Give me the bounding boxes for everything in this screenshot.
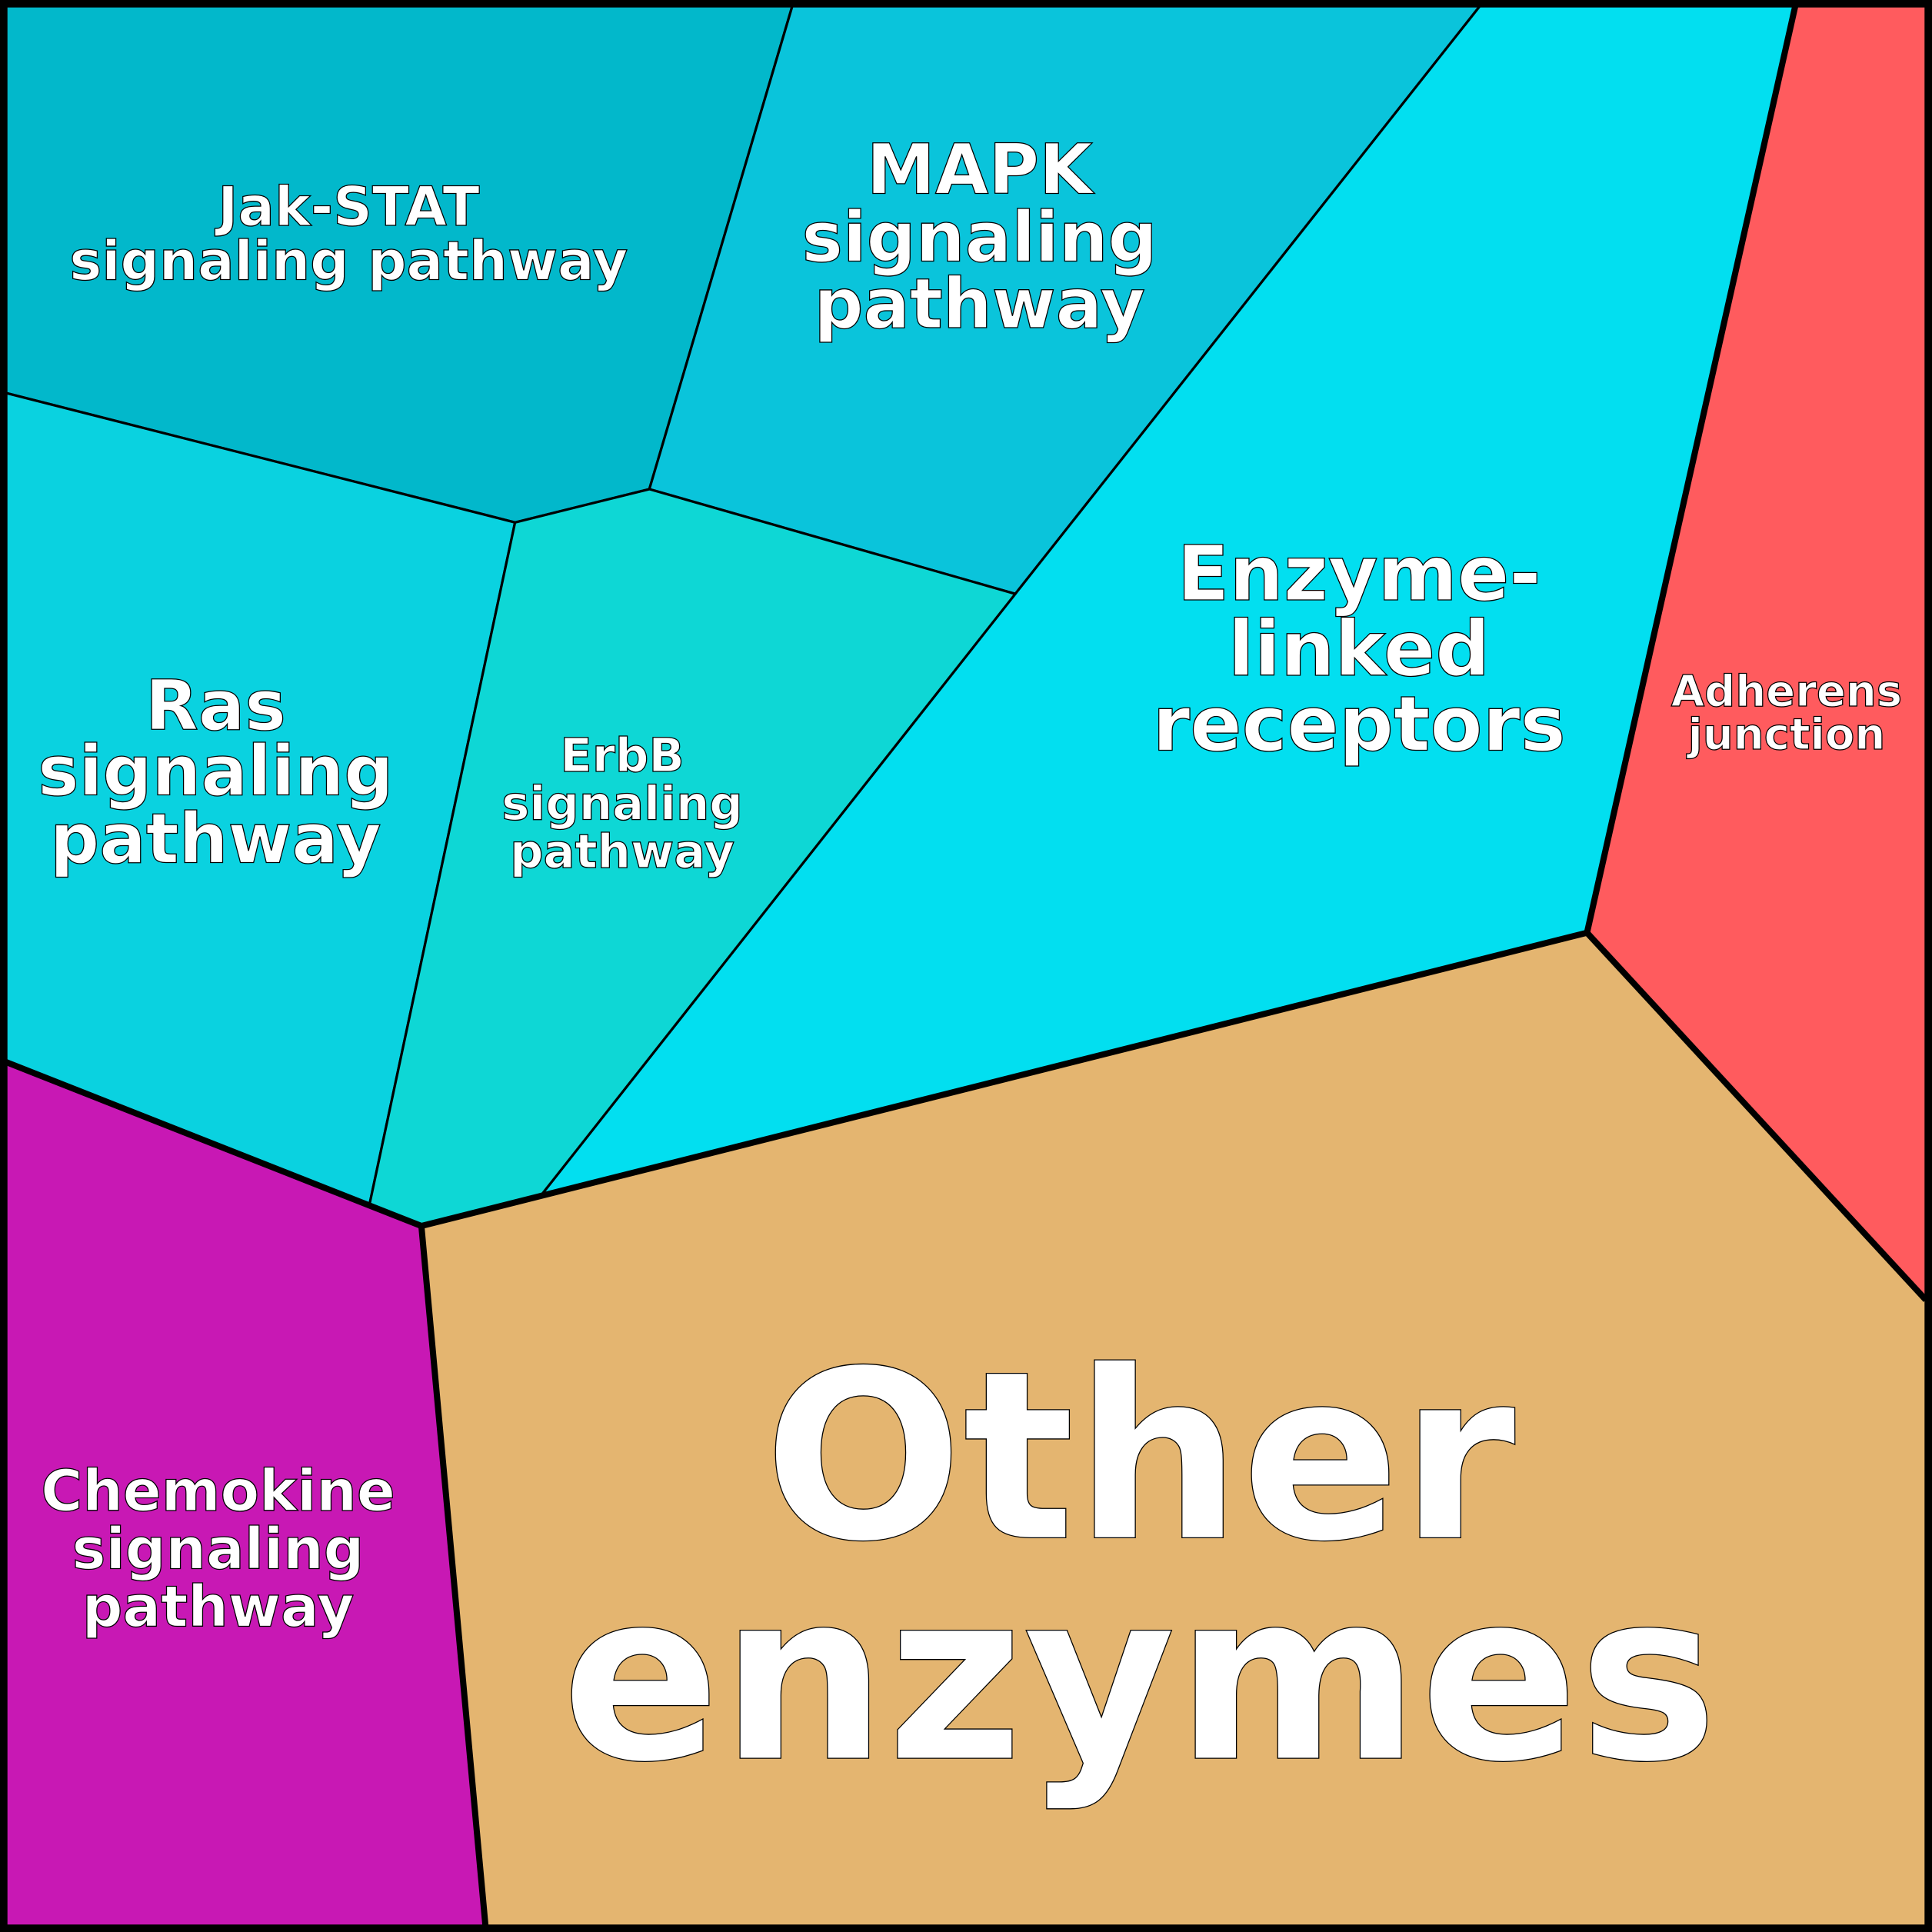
treemap-cell-label: pathway [82, 1575, 355, 1641]
group-boundary [5, 929, 1928, 1302]
treemap-cell-label: signaling [38, 731, 393, 811]
treemap-cell-label: MAPK [867, 131, 1095, 211]
treemap-cell-label: receptors [1152, 681, 1565, 769]
treemap-cell-label: pathway [510, 824, 734, 879]
treemap-cell-label: signaling pathway [69, 230, 628, 293]
treemap-cell-label: Other [764, 1320, 1517, 1593]
treemap-cell-label: Jak-STAT [215, 175, 479, 238]
treemap-cell-label: Adherens [1671, 667, 1902, 717]
treemap-cell-label: signaling [501, 776, 743, 831]
treemap-cell-label: linked [1228, 605, 1491, 694]
treemap-cell-label: signaling [801, 198, 1157, 278]
group-boundary [418, 1225, 489, 1927]
treemap-cell-label: junction [1687, 710, 1886, 760]
treemap-cell-label: pathway [50, 799, 381, 879]
treemap-cell-label: Ras [145, 666, 286, 746]
treemap-cell-label: Chemokine [41, 1459, 395, 1524]
treemap-cell-label: signaling [72, 1517, 365, 1582]
treemap-cell-label: enzymes [561, 1541, 1717, 1814]
group-boundary [1584, 5, 1799, 934]
treemap-cell-label: Enzyme- [1177, 530, 1541, 618]
treemap-cell-label: pathway [814, 265, 1145, 345]
treemap-cell-label: ErbB [560, 728, 685, 783]
